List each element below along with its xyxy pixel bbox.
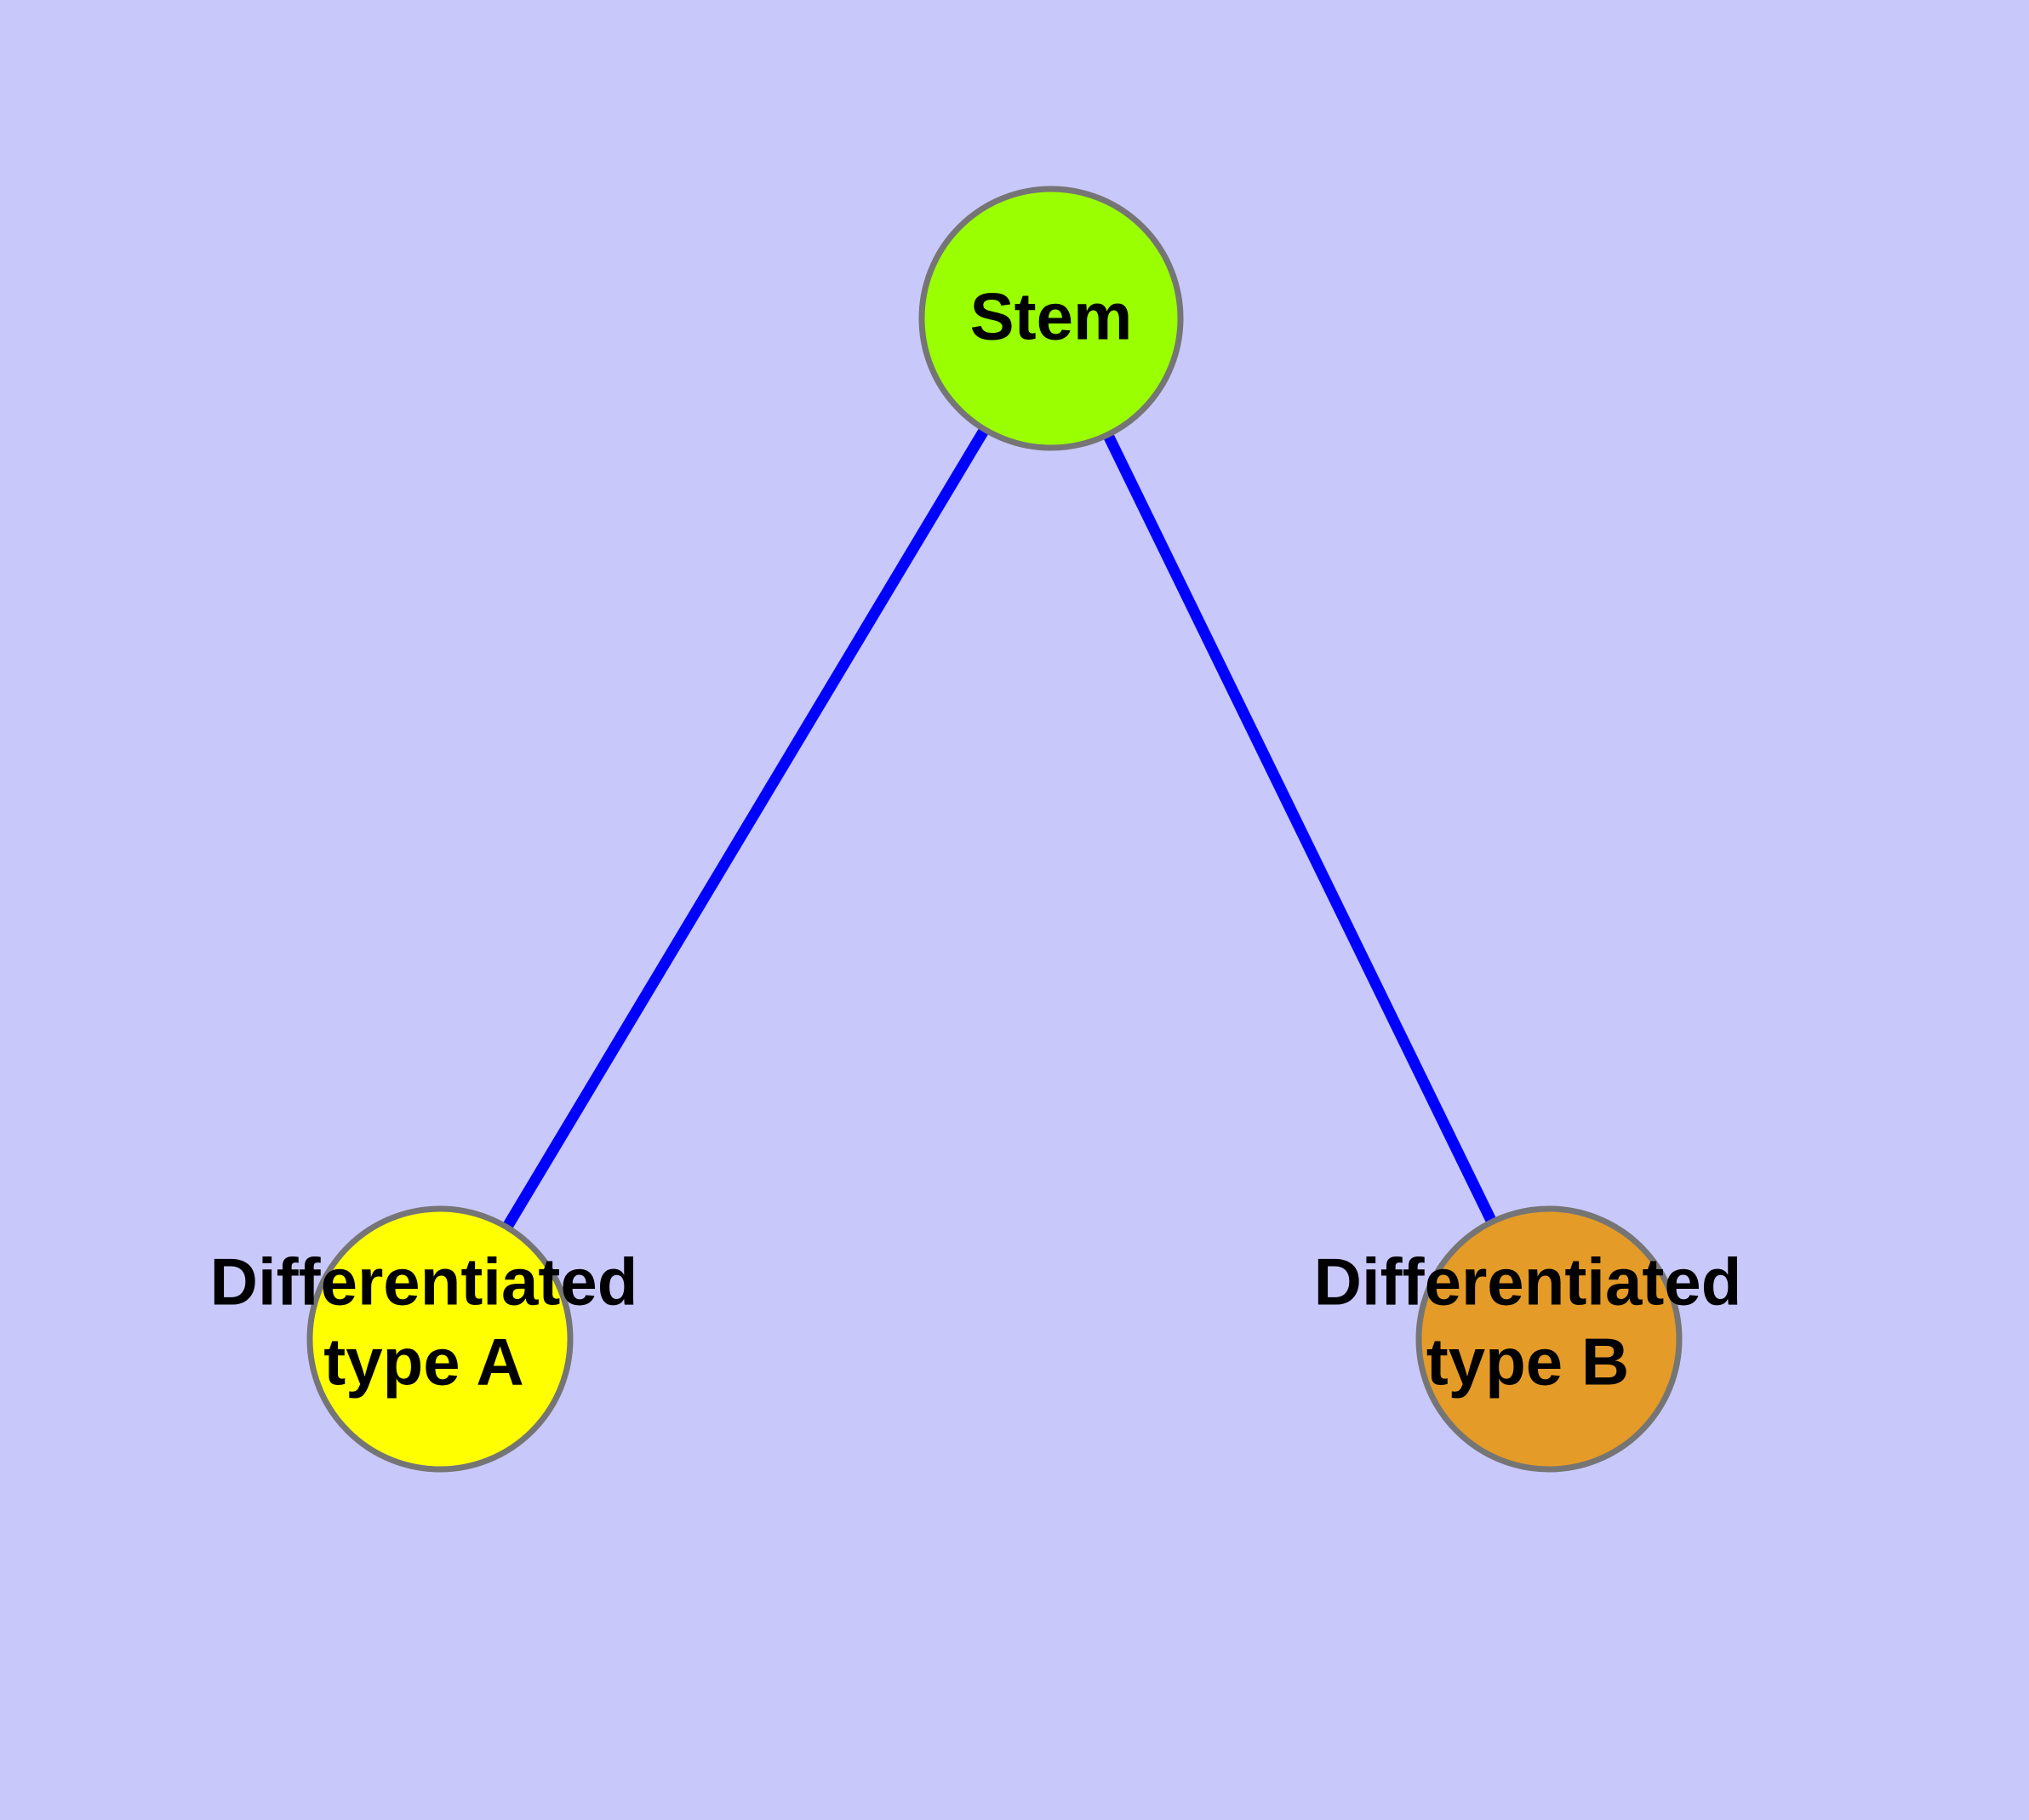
node-diff-b-label-line2: type B [1426, 1325, 1629, 1399]
node-layer [306, 186, 1683, 1473]
node-diff-a-label-line1: Differentiated [210, 1245, 638, 1319]
node-diff-a[interactable] [306, 1205, 574, 1473]
node-diff-b[interactable] [1415, 1205, 1683, 1473]
node-stem-label: Stem [970, 279, 1133, 354]
node-diff-b-label-line1: Differentiated [1314, 1245, 1742, 1319]
node-stem-circle[interactable] [918, 186, 1184, 451]
label-layer: Stem Differentiated type A Differentiate… [210, 279, 1742, 1399]
node-stem[interactable] [918, 186, 1184, 451]
edge-layer [435, 315, 1554, 1342]
node-diff-a-label-line2: type A [323, 1325, 524, 1399]
node-diff-a-circle[interactable] [306, 1205, 574, 1473]
node-diff-b-circle[interactable] [1415, 1205, 1683, 1473]
edge-stem-to-diff-b[interactable] [1046, 316, 1554, 1342]
edge-stem-to-diff-a[interactable] [435, 315, 1056, 1342]
